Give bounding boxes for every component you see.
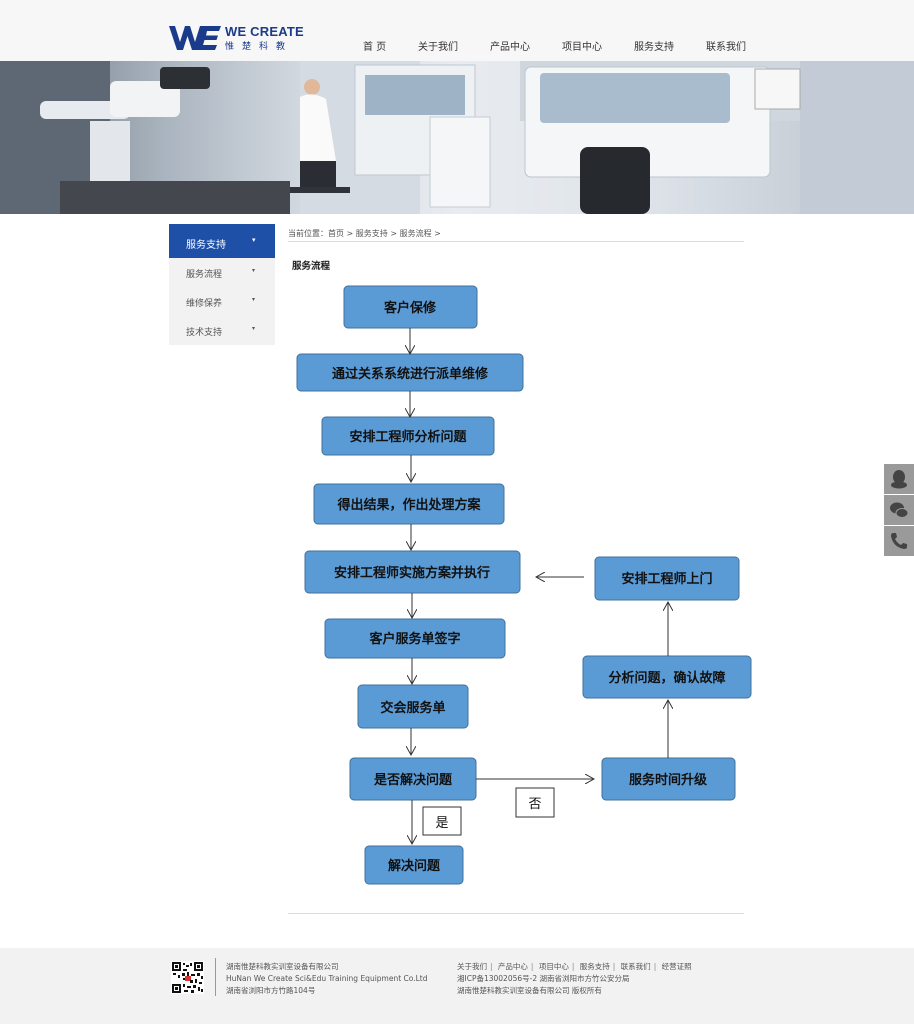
svg-text:安排工程师实施方案并执行: 安排工程师实施方案并执行 — [334, 565, 490, 581]
footer-link-license[interactable]: 经营证照 — [661, 962, 692, 971]
qq-icon — [891, 470, 907, 489]
site-logo[interactable]: WE CREATE 惟楚科教 — [169, 24, 304, 54]
flow-step: 交会服务单 — [357, 684, 469, 729]
footer-links: 关于我们| 产品中心| 项目中心| 服务支持| 联系我们| 经营证照 — [457, 962, 692, 971]
flow-step: 得出结果，作出处理方案 — [313, 483, 505, 525]
footer-link-service[interactable]: 服务支持 — [579, 962, 610, 971]
svg-text:得出结果，作出处理方案: 得出结果，作出处理方案 — [336, 497, 481, 513]
footer-link-about[interactable]: 关于我们 — [457, 962, 487, 971]
nav-contact[interactable]: 联系我们 — [706, 42, 746, 53]
svg-text:解决问题: 解决问题 — [387, 858, 441, 874]
nav-about[interactable]: 关于我们 — [418, 42, 458, 53]
footer-address: 湖南省浏阳市方竹路104号 — [226, 986, 316, 995]
flow-step: 解决问题 — [364, 845, 464, 885]
sidebar-item-service-process[interactable]: 服务流程 ▾ — [186, 267, 256, 280]
wechat-icon — [890, 502, 909, 518]
chevron-down-icon: ▾ — [252, 325, 256, 332]
footer-links-info: 关于我们| 产品中心| 项目中心| 服务支持| 联系我们| 经营证照 湘ICP备… — [457, 961, 692, 997]
svg-text:通过关系系统进行派单维修: 通过关系系统进行派单维修 — [332, 366, 489, 382]
svg-text:服务时间升级: 服务时间升级 — [629, 772, 708, 788]
site-footer: 湖南惟楚科教实训室设备有限公司 HuNan We Create Sci&Edu … — [0, 948, 914, 1024]
svg-text:分析问题，确认故障: 分析问题，确认故障 — [608, 670, 725, 686]
flow-step: 安排工程师实施方案并执行 — [304, 550, 521, 594]
divider — [215, 958, 216, 996]
lab-illustration — [0, 61, 914, 214]
float-wechat-button[interactable] — [884, 495, 914, 525]
flow-step: 安排工程师分析问题 — [321, 416, 495, 456]
svg-text:客户服务单签字: 客户服务单签字 — [369, 631, 460, 647]
footer-link-projects[interactable]: 项目中心 — [538, 962, 569, 971]
flow-step: 安排工程师上门 — [594, 556, 740, 601]
footer-company-info: 湖南惟楚科教实训室设备有限公司 HuNan We Create Sci&Edu … — [226, 961, 428, 997]
flow-step: 分析问题，确认故障 — [582, 655, 752, 699]
chevron-down-icon: ▾ — [252, 267, 256, 274]
main-nav: 首 页 关于我们 产品中心 项目中心 服务支持 联系我们 — [0, 38, 914, 53]
logo-mark-icon — [169, 26, 221, 50]
flow-label-no: 否 — [515, 787, 555, 818]
chevron-down-icon: ▾ — [252, 296, 256, 303]
footer-link-contact[interactable]: 联系我们 — [620, 962, 651, 971]
sidebar-menu: 服务支持 ▾ 服务流程 ▾ 维修保养 ▾ 技术支持 ▾ — [169, 224, 275, 345]
float-qq-button[interactable] — [884, 464, 914, 494]
footer-company-cn: 湖南惟楚科教实训室设备有限公司 — [226, 962, 339, 971]
logo-text-en: WE CREATE — [225, 24, 304, 39]
sidebar-item-tech-support[interactable]: 技术支持 ▾ — [186, 325, 256, 338]
sidebar-item-maintenance[interactable]: 维修保养 ▾ — [186, 296, 256, 309]
nav-service[interactable]: 服务支持 — [634, 42, 674, 53]
flow-step: 客户服务单签字 — [324, 618, 506, 659]
logo-text-cn: 惟楚科教 — [225, 42, 294, 52]
chevron-down-icon: ▾ — [252, 236, 256, 244]
footer-copyright: 湖南惟楚科教实训室设备有限公司 版权所有 — [457, 986, 602, 995]
flow-step: 通过关系系统进行派单维修 — [296, 353, 524, 392]
footer-icp[interactable]: 湘ICP备13002056号-2 湖南省浏阳市方竹公安分局 — [457, 974, 630, 983]
flow-step: 服务时间升级 — [601, 757, 736, 801]
site-header: WE CREATE 惟楚科教 首 页 关于我们 产品中心 项目中心 服务支持 联… — [0, 0, 914, 61]
svg-text:交会服务单: 交会服务单 — [380, 700, 445, 716]
phone-icon — [891, 533, 907, 549]
svg-text:是: 是 — [435, 816, 448, 831]
service-flowchart: 客户保修 通过关系系统进行派单维修 安排工程师分析问题 得出结果，作出处理方案 … — [296, 285, 752, 885]
nav-home[interactable]: 首 页 — [363, 42, 387, 53]
banner-image — [0, 61, 914, 214]
svg-text:客户保修: 客户保修 — [384, 300, 437, 316]
flow-label-yes: 是 — [422, 806, 462, 836]
divider — [288, 913, 744, 914]
flow-decision: 是否解决问题 — [349, 757, 477, 801]
page-title: 服务流程 — [292, 261, 331, 272]
footer-company-en: HuNan We Create Sci&Edu Training Equipme… — [226, 974, 428, 983]
nav-products[interactable]: 产品中心 — [490, 42, 530, 53]
float-phone-button[interactable] — [884, 526, 914, 556]
breadcrumb[interactable]: 当前位置：首页 > 服务支持 > 服务流程 > — [288, 229, 441, 238]
sidebar-title[interactable]: 服务支持 ▾ — [169, 224, 275, 258]
qr-code — [171, 961, 204, 994]
svg-text:否: 否 — [528, 797, 541, 812]
svg-text:是否解决问题: 是否解决问题 — [373, 772, 453, 788]
svg-text:安排工程师上门: 安排工程师上门 — [621, 571, 712, 587]
divider — [288, 241, 744, 242]
flow-arrows — [410, 328, 668, 844]
footer-link-products[interactable]: 产品中心 — [497, 962, 528, 971]
svg-text:安排工程师分析问题: 安排工程师分析问题 — [349, 429, 467, 445]
nav-projects[interactable]: 项目中心 — [562, 42, 602, 53]
flow-step: 客户保修 — [343, 285, 478, 329]
